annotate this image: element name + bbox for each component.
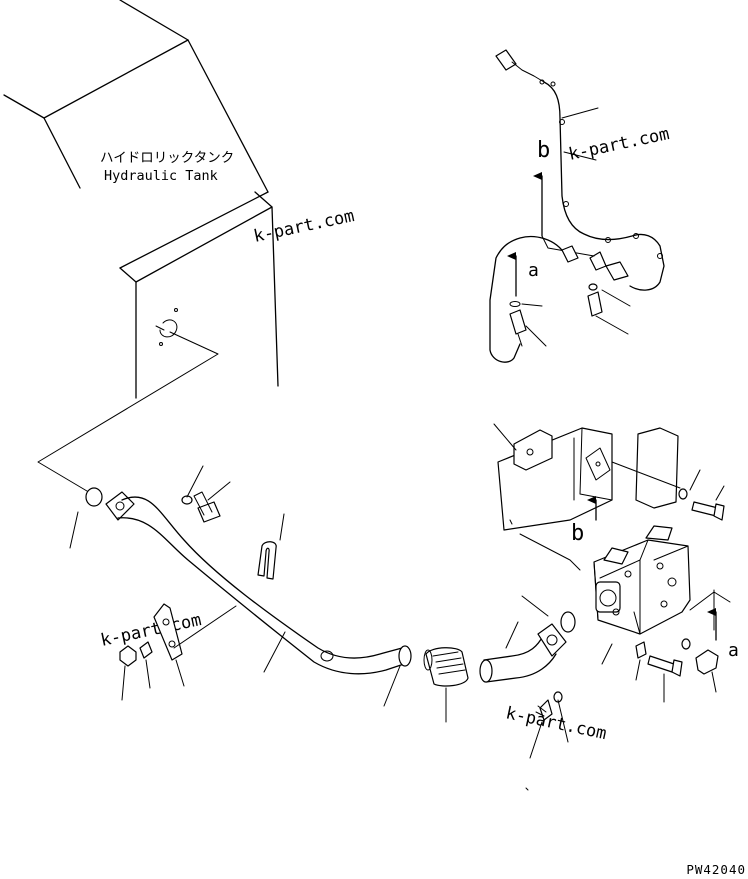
sensor-lead: a [489, 235, 579, 363]
bracket-assembly: b [493, 423, 725, 546]
connector-sensor [561, 245, 579, 263]
tank-label-jp: ハイドロリックタンク [100, 150, 234, 166]
wiring-harness: b [495, 49, 665, 335]
ref-b-harness: b [537, 138, 550, 163]
washer-clamp [139, 641, 153, 659]
elbow-flange [537, 623, 567, 657]
o-ring-small [681, 638, 691, 650]
cover-plate [635, 427, 679, 509]
watermark-tank: k-part.com [252, 206, 356, 247]
o-ring-pump [560, 611, 576, 633]
u-bolt [257, 541, 277, 580]
watermark-top-right: k-part.com [567, 124, 671, 165]
suction-tube [121, 496, 403, 659]
clip-harness [589, 251, 607, 271]
drawing-number: PW42040 [686, 862, 746, 877]
bolt-pump [647, 655, 675, 673]
connector-harness [605, 261, 629, 281]
tube-boss [320, 650, 334, 662]
plug [695, 649, 719, 675]
o-ring-tank [85, 487, 103, 507]
o-ring-sensor [509, 301, 521, 307]
bolt-harness [587, 291, 603, 317]
connector-top [495, 49, 517, 71]
clamp-plate [153, 603, 183, 661]
nut [119, 645, 137, 667]
harness-wire [543, 81, 665, 291]
ref-a-sensor: a [528, 260, 539, 281]
ref-a-pump: a [728, 640, 739, 661]
watermark-left: k-part.com [99, 610, 203, 651]
tank-label-en: Hydraulic Tank [104, 168, 218, 184]
washer-harness [588, 283, 598, 291]
hydraulic-tank: ハイドロリックタンク Hydraulic Tank [3, 0, 279, 495]
sensor [509, 309, 527, 335]
hose-clamp-left [398, 645, 412, 667]
pump-assembly: a [479, 525, 739, 791]
hose-assembly [383, 645, 469, 723]
tube-flange [105, 491, 135, 521]
watermark-bottom: k-part.com [504, 703, 608, 744]
bolt-flange [197, 501, 221, 523]
washer-cover [678, 488, 688, 500]
ref-b-bracket: b [571, 521, 584, 546]
sensor-wire [489, 235, 567, 363]
washer-pump [635, 641, 647, 659]
suction-tube-assembly [69, 465, 405, 701]
elbow-tube [483, 633, 545, 661]
